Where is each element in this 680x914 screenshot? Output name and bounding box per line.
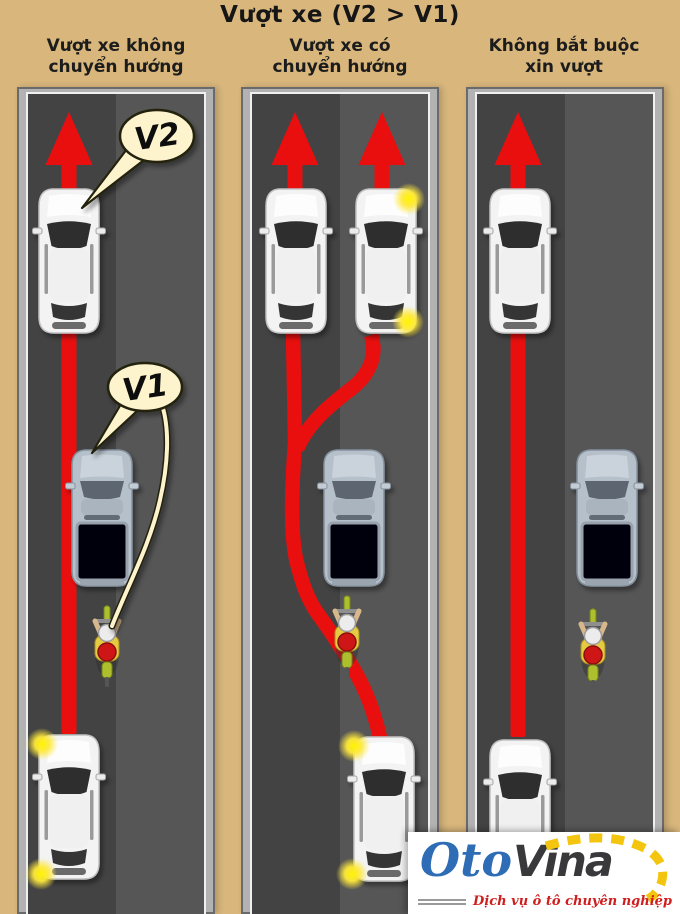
callout-v2-label: V2 (132, 116, 182, 158)
panel-2-scene (258, 112, 425, 890)
road-panel-2 (241, 87, 439, 914)
otovina-logo: OtoVina Dịch vụ ô tô chuyên nghiệp (408, 832, 680, 914)
header-line: xin vượt (525, 57, 603, 77)
callout-v1-label: V1 (120, 367, 170, 409)
turn-signal-light (26, 728, 58, 760)
logo-wordmark: OtoVina (420, 833, 614, 887)
truck-icon (64, 448, 140, 588)
logo-text-vina: Vina (513, 837, 614, 887)
truck-icon (569, 448, 645, 588)
up-arrow-icon (358, 112, 406, 196)
road-panel-1: V2 V1 (17, 87, 215, 914)
panel-3-header: Không bắt buộc xin vượt (464, 36, 664, 78)
up-arrow-icon (494, 112, 542, 196)
turn-signal-light (336, 858, 368, 890)
overtake-path-return (290, 332, 381, 453)
up-arrow-icon (271, 112, 319, 196)
overtake-path (284, 331, 389, 744)
panel-1-header: Vượt xe không chuyển hướng (16, 36, 216, 78)
logo-tagline-row: Dịch vụ ô tô chuyên nghiệp (418, 894, 672, 909)
truck-icon (316, 448, 392, 588)
header-line: chuyển hướng (272, 57, 408, 77)
panel-3-scene (482, 112, 645, 885)
turn-signal-light (392, 306, 424, 338)
car-icon (31, 188, 107, 334)
car-icon (482, 188, 558, 334)
motorcycle-icon (579, 608, 607, 690)
logo-text-oto: Oto (420, 833, 512, 887)
logo-tagline: Dịch vụ ô tô chuyên nghiệp (473, 894, 672, 909)
callout-v1: V1 (90, 361, 184, 630)
header-line: Vượt xe không (46, 36, 186, 56)
header-line: chuyển hướng (48, 57, 184, 77)
up-arrow-icon (45, 112, 93, 196)
page-title: Vượt xe (V2 > V1) (220, 2, 460, 28)
header-line: Không bắt buộc (488, 36, 640, 56)
road-panel-3 (466, 87, 664, 914)
panel-2-header: Vượt xe có chuyển hướng (240, 36, 440, 78)
panel-1-scene: V2 V1 (25, 108, 196, 890)
callout-v2: V2 (80, 108, 196, 210)
turn-signal-light (338, 730, 370, 762)
header-line: Vượt xe có (289, 36, 391, 56)
overtake-path (61, 329, 77, 734)
turn-signal-light (393, 183, 425, 215)
turn-signal-light (25, 858, 57, 890)
tagline-divider (418, 898, 467, 905)
car-icon (258, 188, 334, 334)
overtake-path (510, 329, 526, 737)
